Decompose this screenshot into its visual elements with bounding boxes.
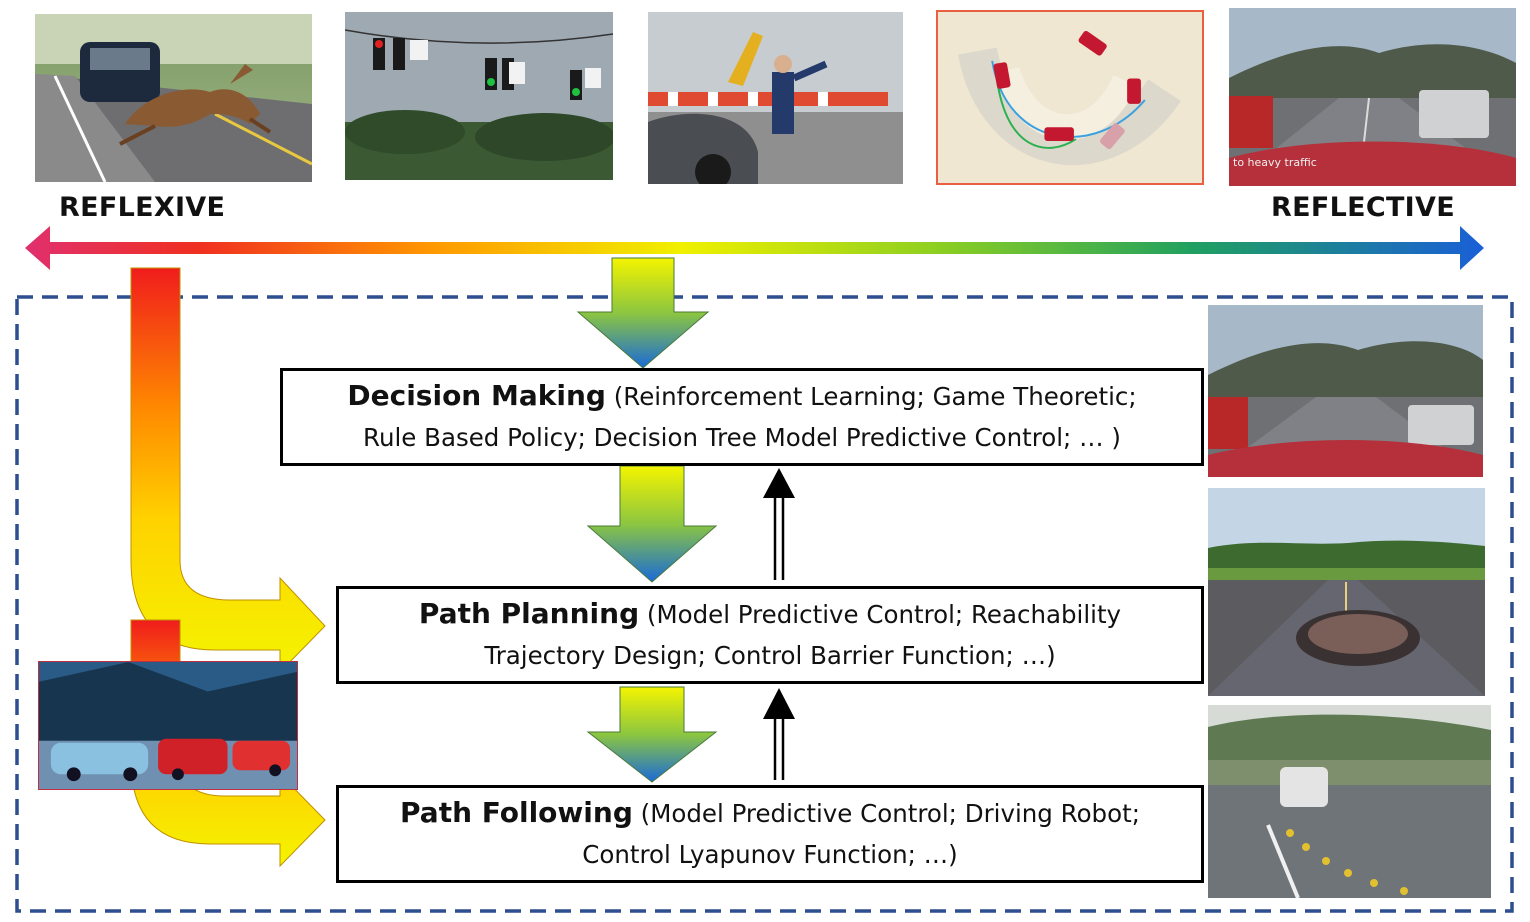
- reflexive-label: REFLEXIVE: [59, 192, 226, 223]
- path-planning-title: Path Planning: [418, 597, 640, 630]
- decision-making-line1: Decision Making (Reinforcement Learning;…: [283, 375, 1201, 417]
- path-following-methods-1: (Model Predictive Control; Driving Robot…: [632, 799, 1140, 828]
- path-planning-methods-2: Trajectory Design; Control Barrier Funct…: [484, 641, 1056, 670]
- photo-police-officer-directing: [648, 12, 903, 184]
- path-planning-box: Path Planning (Model Predictive Control;…: [336, 586, 1204, 684]
- arrow-planning-to-following: [586, 686, 718, 783]
- photo-highway-traffic-inset: [1208, 305, 1483, 477]
- photo-road-pothole: [1208, 488, 1485, 696]
- decision-making-title: Decision Making: [347, 379, 606, 412]
- path-following-title: Path Following: [400, 796, 633, 829]
- path-following-methods-2: Control Lyapunov Function; …): [582, 840, 958, 869]
- path-planning-methods-1: (Model Predictive Control; Reachability: [639, 600, 1122, 629]
- photo-parking-maneuver-sim: [936, 10, 1204, 185]
- decision-making-methods-1: (Reinforcement Learning; Game Theoretic;: [605, 382, 1137, 411]
- photo-multi-car-collision: [38, 661, 298, 790]
- photo-highway-traffic: to heavy traffic: [1229, 8, 1516, 186]
- path-following-line1: Path Following (Model Predictive Control…: [339, 792, 1201, 834]
- photo-traffic-signals: [345, 12, 613, 180]
- bypass-arrow-to-planning: [130, 267, 326, 674]
- decision-making-methods-2: Rule Based Policy; Decision Tree Model P…: [363, 423, 1121, 452]
- photo-test-track-robot: [1208, 705, 1491, 898]
- highway-caption: to heavy traffic: [1233, 156, 1317, 169]
- photo-deer-crossing: [35, 14, 312, 182]
- feedback-arrow-following-to-planning: [763, 688, 795, 780]
- arrow-spectrum-to-decision: [576, 257, 710, 369]
- dashed-frame: [15, 295, 1514, 913]
- reflective-label: REFLECTIVE: [1271, 192, 1455, 223]
- spectrum-arrow: [25, 226, 1484, 270]
- feedback-arrow-planning-to-decision: [763, 468, 795, 580]
- arrow-decision-to-planning: [586, 465, 718, 583]
- decision-making-box: Decision Making (Reinforcement Learning;…: [280, 368, 1204, 466]
- path-planning-line1: Path Planning (Model Predictive Control;…: [339, 593, 1201, 635]
- path-following-box: Path Following (Model Predictive Control…: [336, 785, 1204, 883]
